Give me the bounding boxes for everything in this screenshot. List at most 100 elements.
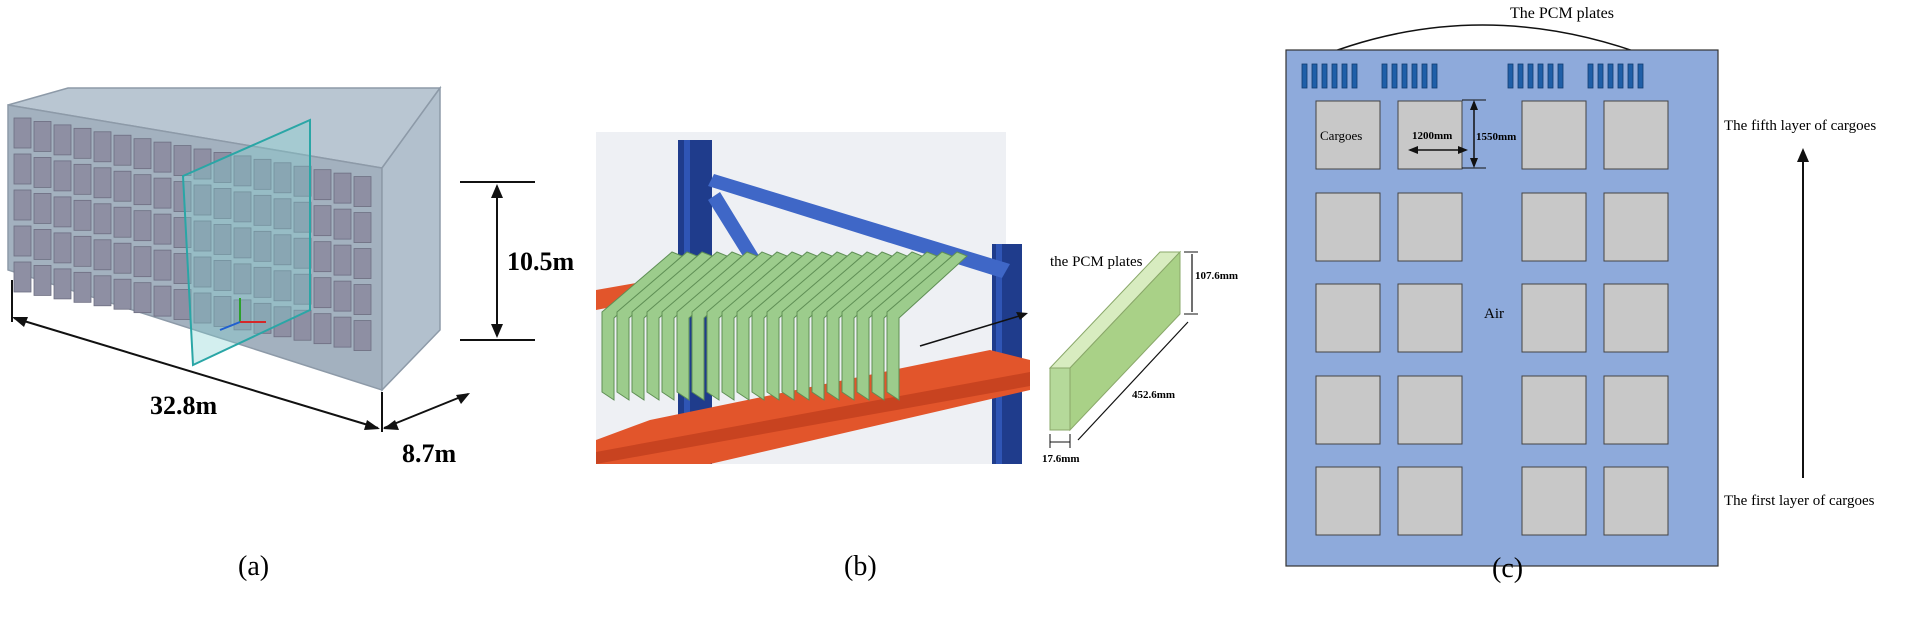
fifth-layer-label: The fifth layer of cargoes [1724,118,1876,134]
cargo-block [353,284,372,315]
pcm-plate-slot [1557,63,1564,89]
cargo-block [113,170,132,202]
dimension-height [460,181,535,341]
pcm-plate-slot [1617,63,1624,89]
pcm-plate [676,251,758,401]
cargo-block [273,198,292,230]
cargo-block [33,193,52,224]
cargo-block [233,227,252,259]
dim-width-label: 8.7m [402,439,457,468]
container-3d-diagram: 10.5m 32.8m 8.7m (a) [7,85,575,582]
pcm-plate [781,251,863,401]
pcm-plate-slot [1587,63,1594,89]
pcm-plate [691,251,773,401]
pcm-plate-slot [1547,63,1554,89]
plate-length-label: 452.6mm [1132,389,1175,401]
panel-c: The PCM plates Cargoes 1200mm 1550mm Air… [1270,0,1906,620]
rack-pcm-diagram: the PCM plates 107.6mm 452.6mm 17.6mm (b… [596,132,1238,582]
air-label: Air [1484,306,1504,322]
pcm-plate [646,251,728,401]
pcm-plate [886,251,968,401]
cargo-block [293,309,312,341]
cargo-block [273,234,292,266]
pcm-plate [751,251,833,401]
pcm-plate-slot [1341,63,1348,89]
pcm-plate-slot [1607,63,1614,89]
cargo-block [193,220,212,252]
cargo-block [93,167,112,199]
pcm-plate-groups [1301,63,1644,89]
cargo-block [73,271,92,303]
cargo-block [333,208,352,240]
cargo-block [213,296,232,327]
pcm-plate [631,251,713,401]
cargo-block [313,169,332,201]
pcm-plates-label: the PCM plates [1050,254,1143,270]
plate-height-label: 107.6mm [1195,270,1238,282]
cargo-block [13,225,32,257]
cargo-block [13,117,32,149]
pcm-plate [841,251,923,401]
pcm-arc-arrow [1301,24,1669,65]
cargo-block [133,138,152,170]
cargo-block [33,229,52,260]
cargo-box [1603,375,1669,445]
dim-height-label: 10.5m [507,247,575,276]
pcm-plate [811,251,893,401]
pcm-plate-slot [1331,63,1338,89]
cargo-block [333,280,352,312]
cargo-block [313,277,332,309]
pcm-plate-slot [1321,63,1328,89]
cargo-block [13,261,32,293]
pcm-plate-slot [1627,63,1634,89]
plate-detail-front [1049,367,1071,431]
cargo-block [253,194,272,226]
cargo-box [1315,283,1381,353]
panel-a: 10.5m 32.8m 8.7m (a) [0,0,600,620]
pcm-plate-slot [1351,63,1358,89]
cargo-block [53,268,72,300]
cargo-block [33,121,52,152]
cargo-block [253,230,272,262]
cargo-box [1603,192,1669,262]
cargo-block [333,172,352,204]
cargo-block [153,213,172,245]
cargo-block [273,270,292,302]
cargo-block [333,316,352,348]
cargo-block [73,127,92,159]
cargo-block [133,174,152,206]
pcm-title: The PCM plates [1510,5,1614,22]
cargo-block [213,224,232,255]
top-brace-beam [708,174,1010,278]
cargo-block [213,260,232,291]
panel-b: the PCM plates 107.6mm 452.6mm 17.6mm (b… [590,0,1270,620]
cargo-box [1315,466,1381,536]
cargo-block [233,191,252,223]
cargo-block [133,282,152,314]
cargo-box [1603,466,1669,536]
cargo-block [353,176,372,207]
cargo-block [273,306,292,338]
cargo-box [1521,192,1587,262]
cargo-block [353,320,372,351]
dim-length-label: 32.8m [150,391,218,420]
first-layer-label: The first layer of cargoes [1724,493,1875,509]
dim-1550-label: 1550mm [1476,131,1516,143]
cargo-block [193,292,212,324]
pcm-plates [601,251,968,401]
pcm-plate-slot [1527,63,1534,89]
cargo-block [353,212,372,243]
cargo-block [13,153,32,185]
cargo-block [73,199,92,231]
cargo-block [153,285,172,317]
pcm-plate-slot [1597,63,1604,89]
cargo-box [1521,375,1587,445]
caption-c: (c) [1492,553,1523,584]
cargo-block [53,196,72,228]
pcm-plate-slot [1507,63,1514,89]
section-plane [181,118,311,367]
cargo-block [213,188,232,219]
cargo-grid [1315,100,1669,536]
cargo-block [53,160,72,192]
cargo-block [73,235,92,267]
